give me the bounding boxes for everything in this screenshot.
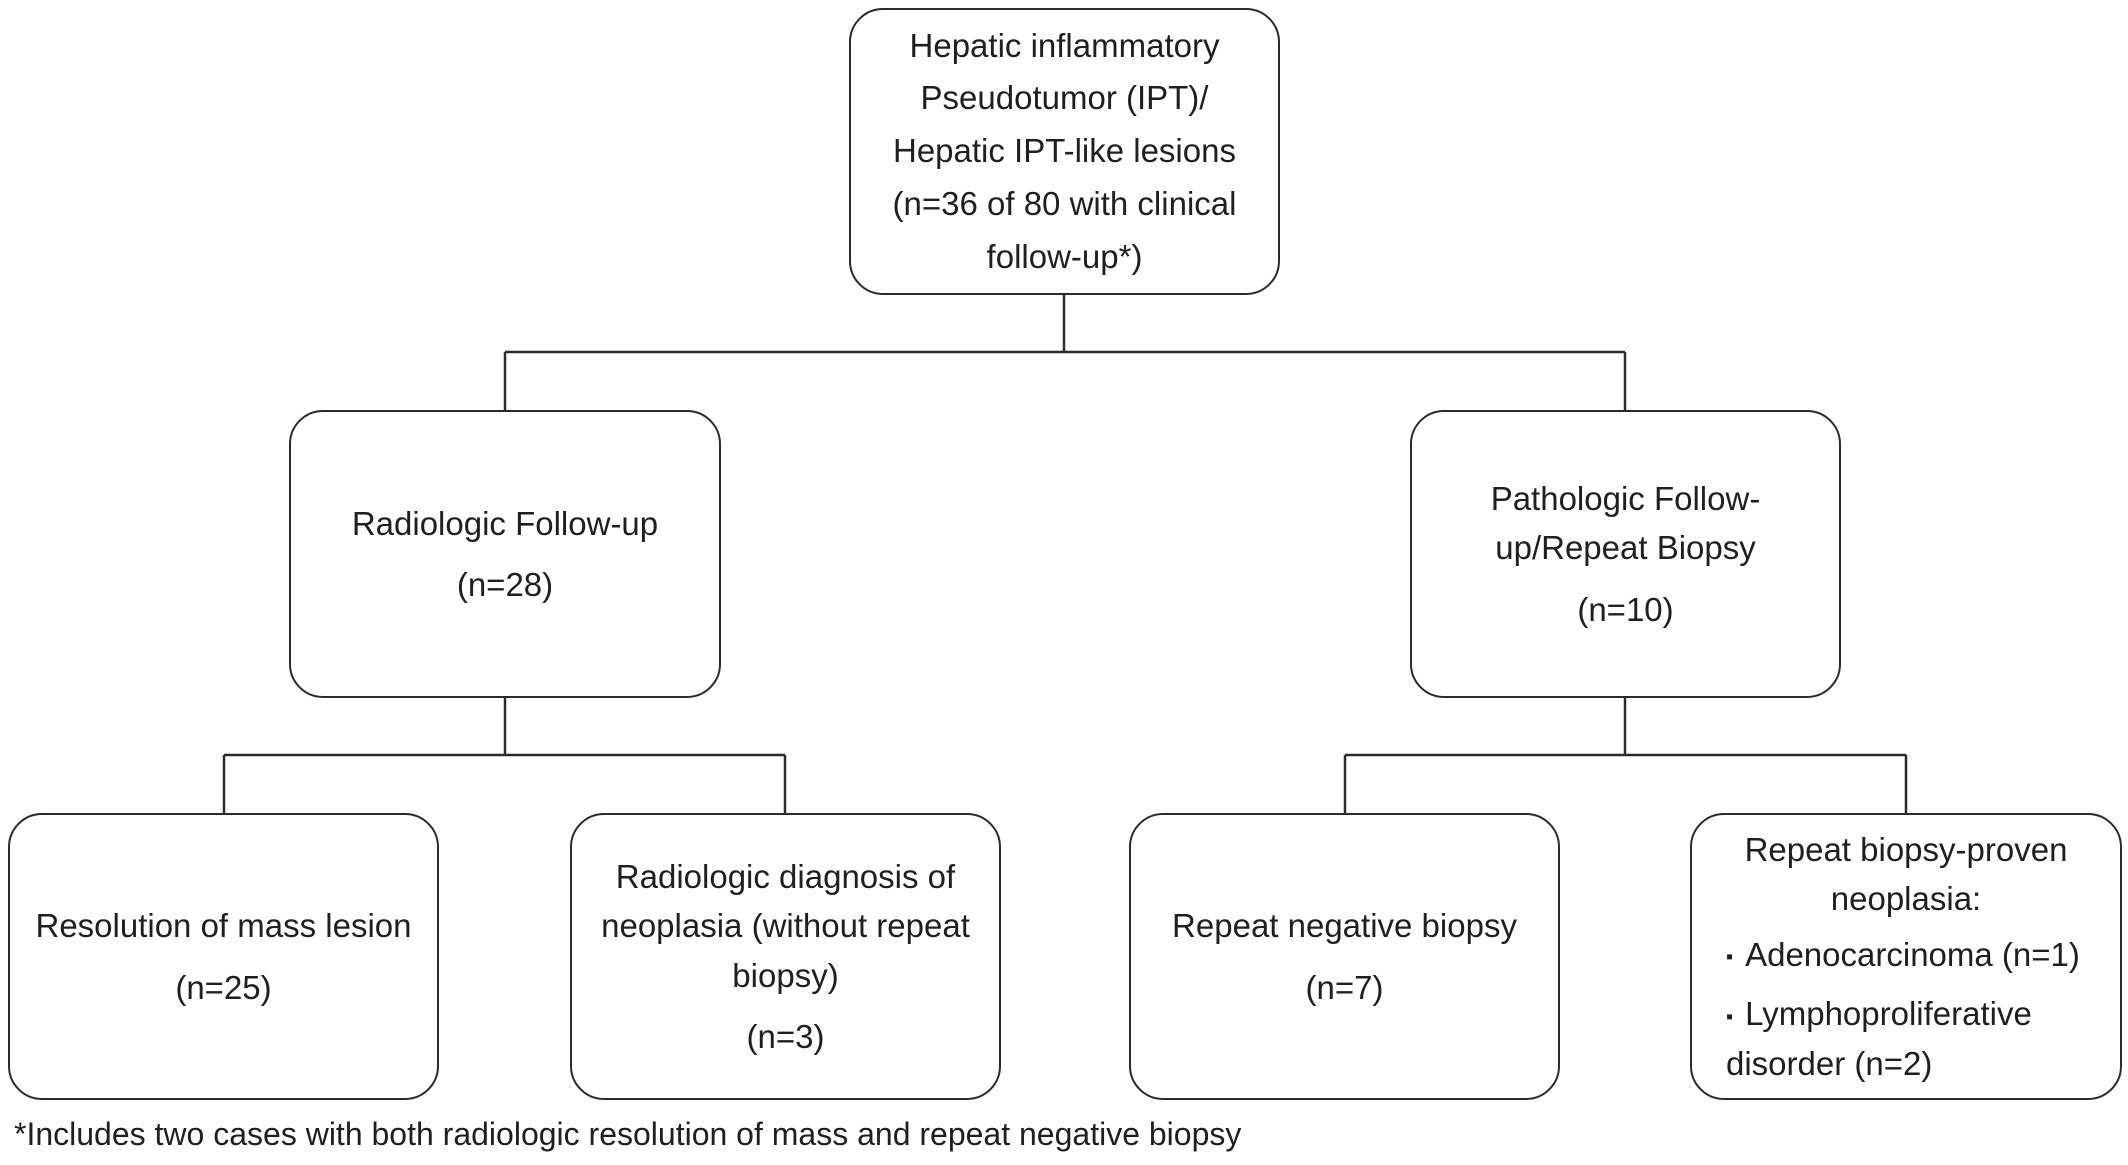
root-line-4: (n=36 of 80 with clinical	[892, 184, 1237, 222]
neoplasia-bullet-lymphoproliferative: ▪ Lymphoproliferative	[1716, 989, 2096, 1039]
radiologic-diagnosis-line-1: Radiologic diagnosis of	[615, 857, 956, 895]
radiologic-diagnosis-node: Radiologic diagnosis of neoplasia (witho…	[570, 813, 1001, 1100]
pathologic-title-line-1: Pathologic Follow-	[1490, 479, 1761, 517]
radiologic-diagnosis-count: (n=3)	[746, 1018, 825, 1055]
radiologic-count: (n=28)	[456, 566, 554, 603]
pathologic-followup-node: Pathologic Follow- up/Repeat Biopsy (n=1…	[1410, 410, 1841, 698]
radiologic-title: Radiologic Follow-up	[351, 504, 659, 542]
square-bullet-icon: ▪	[1726, 1005, 1734, 1028]
root-line-2: Pseudotumor (IPT)/	[920, 79, 1209, 117]
resolution-count: (n=25)	[175, 968, 272, 1006]
footnote: *Includes two cases with both radiologic…	[14, 1116, 1242, 1152]
root-line-1: Hepatic inflammatory	[909, 26, 1220, 64]
neoplasia-bullet-adenocarcinoma: ▪ Adenocarcinoma (n=1)	[1716, 930, 2096, 980]
square-bullet-icon: ▪	[1726, 946, 1734, 969]
radiologic-diagnosis-line-3: biopsy)	[732, 956, 839, 994]
radiologic-followup-node: Radiologic Follow-up (n=28)	[289, 410, 721, 698]
root-line-5: follow-up*)	[986, 237, 1143, 275]
negative-biopsy-count: (n=7)	[1305, 968, 1384, 1006]
resolution-title: Resolution of mass lesion	[35, 907, 412, 944]
lymphoproliferative-label-line-1: Lymphoproliferative	[1745, 995, 2032, 1033]
lymphoproliferative-label-line-2: disorder (n=2)	[1726, 1044, 1933, 1082]
resolution-node: Resolution of mass lesion (n=25)	[8, 813, 439, 1100]
root-node: Hepatic inflammatory Pseudotumor (IPT)/ …	[849, 8, 1280, 295]
negative-biopsy-node: Repeat negative biopsy (n=7)	[1129, 813, 1560, 1100]
adenocarcinoma-label: Adenocarcinoma (n=1)	[1745, 935, 2080, 973]
pathologic-title-line-2: up/Repeat Biopsy	[1495, 529, 1756, 567]
radiologic-diagnosis-line-2: neoplasia (without repeat	[601, 907, 970, 944]
neoplasia-bullet-list: ▪ Adenocarcinoma (n=1) ▪ Lymphoproliferati…	[1716, 930, 2096, 1089]
pathologic-count: (n=10)	[1577, 590, 1674, 628]
neoplasia-title-line-2: neoplasia:	[1830, 880, 1982, 918]
negative-biopsy-title: Repeat negative biopsy	[1172, 907, 1517, 944]
root-line-3: Hepatic IPT-like lesions	[893, 132, 1236, 170]
neoplasia-bullet-lymphoproliferative-continued: disorder (n=2)	[1716, 1039, 2096, 1089]
biopsy-proven-neoplasia-node: Repeat biopsy-proven neoplasia: ▪ Adenoca…	[1690, 813, 2122, 1100]
neoplasia-title-line-1: Repeat biopsy-proven	[1744, 830, 2068, 868]
